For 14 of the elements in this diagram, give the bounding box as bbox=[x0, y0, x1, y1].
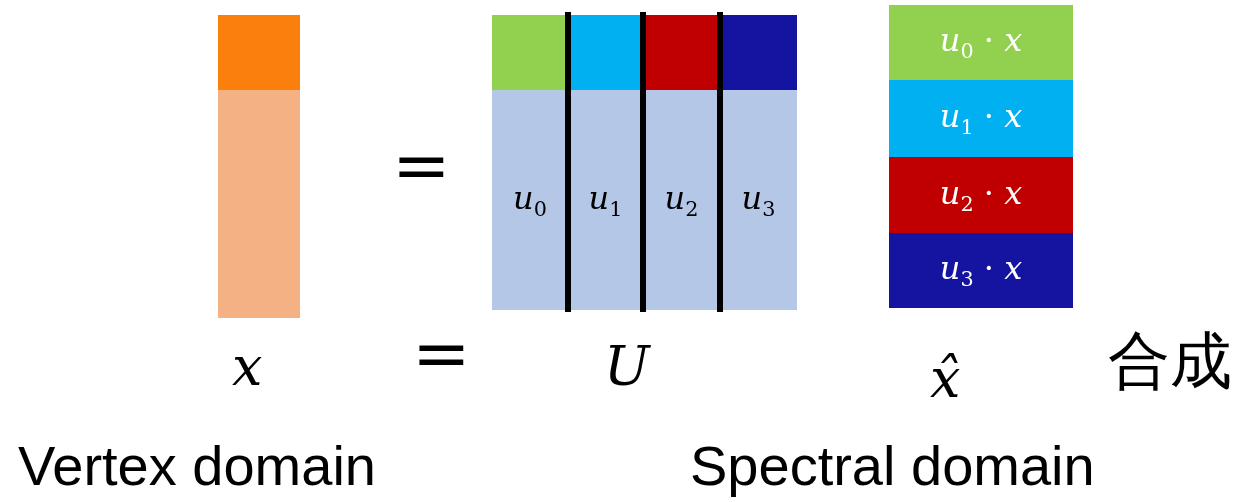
matrix-column: u$_{0}$ bbox=[492, 90, 568, 310]
matrix-symbol: U bbox=[604, 340, 650, 394]
vector-symbol: x̂ bbox=[930, 352, 961, 406]
equals-sign: = bbox=[392, 130, 451, 200]
matrix-column: u$_{2}$ bbox=[643, 90, 720, 310]
caption-text: 合成 bbox=[1108, 330, 1232, 392]
spectral-cell: u$_{0}$ · x bbox=[889, 5, 1073, 80]
matrix-column: u$_{3}$ bbox=[720, 90, 797, 310]
spectral-cell: u$_{1}$ · x bbox=[889, 80, 1073, 157]
vector-symbol: x bbox=[232, 340, 263, 394]
spectral-cell: u$_{3}$ · x bbox=[889, 233, 1073, 308]
spectral-cell: u$_{2}$ · x bbox=[889, 157, 1073, 233]
equals-sign: = bbox=[412, 318, 471, 388]
domain-label: Vertex domain bbox=[18, 438, 376, 494]
